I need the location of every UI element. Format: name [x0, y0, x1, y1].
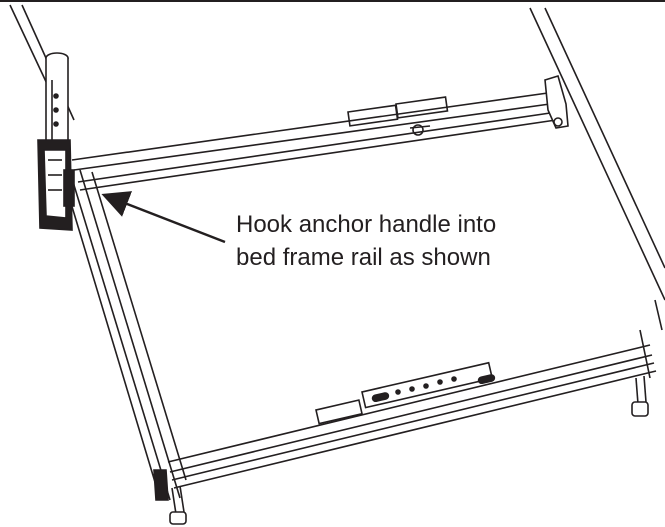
- bottom-cross-rail: [167, 344, 657, 489]
- anchor-handle: [37, 52, 75, 231]
- left-foot: [153, 469, 187, 525]
- top-cross-rail: [71, 91, 558, 191]
- left-side-rail: [9, 4, 187, 501]
- callout-text-line-2: bed frame rail as shown: [236, 244, 491, 271]
- callout-text-line-1: Hook anchor handle into: [236, 211, 496, 238]
- right-corner-bracket: [544, 74, 569, 129]
- right-side-rail: [529, 7, 665, 379]
- callout-arrow: [101, 191, 226, 244]
- right-foot: [631, 375, 649, 417]
